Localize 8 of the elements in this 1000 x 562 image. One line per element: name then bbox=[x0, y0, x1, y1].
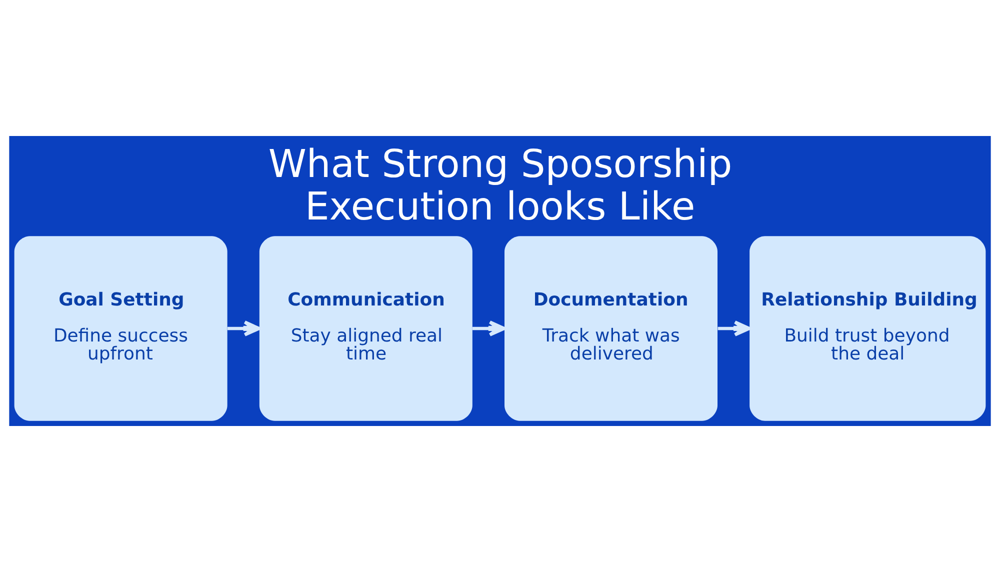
node-box: Communication Stay aligned real time bbox=[259, 236, 472, 421]
node-box: Relationship Building Build trust beyond the deal bbox=[750, 236, 986, 421]
arrow bbox=[718, 320, 751, 336]
node-box: Goal Setting Define success upfront bbox=[14, 236, 228, 421]
arrow bbox=[227, 320, 261, 336]
arrow bbox=[472, 320, 506, 336]
node-box: Documentation Track what was delivered bbox=[504, 236, 718, 421]
diagram-title: What Strong Sposorship Execution looks Like bbox=[268, 142, 732, 230]
